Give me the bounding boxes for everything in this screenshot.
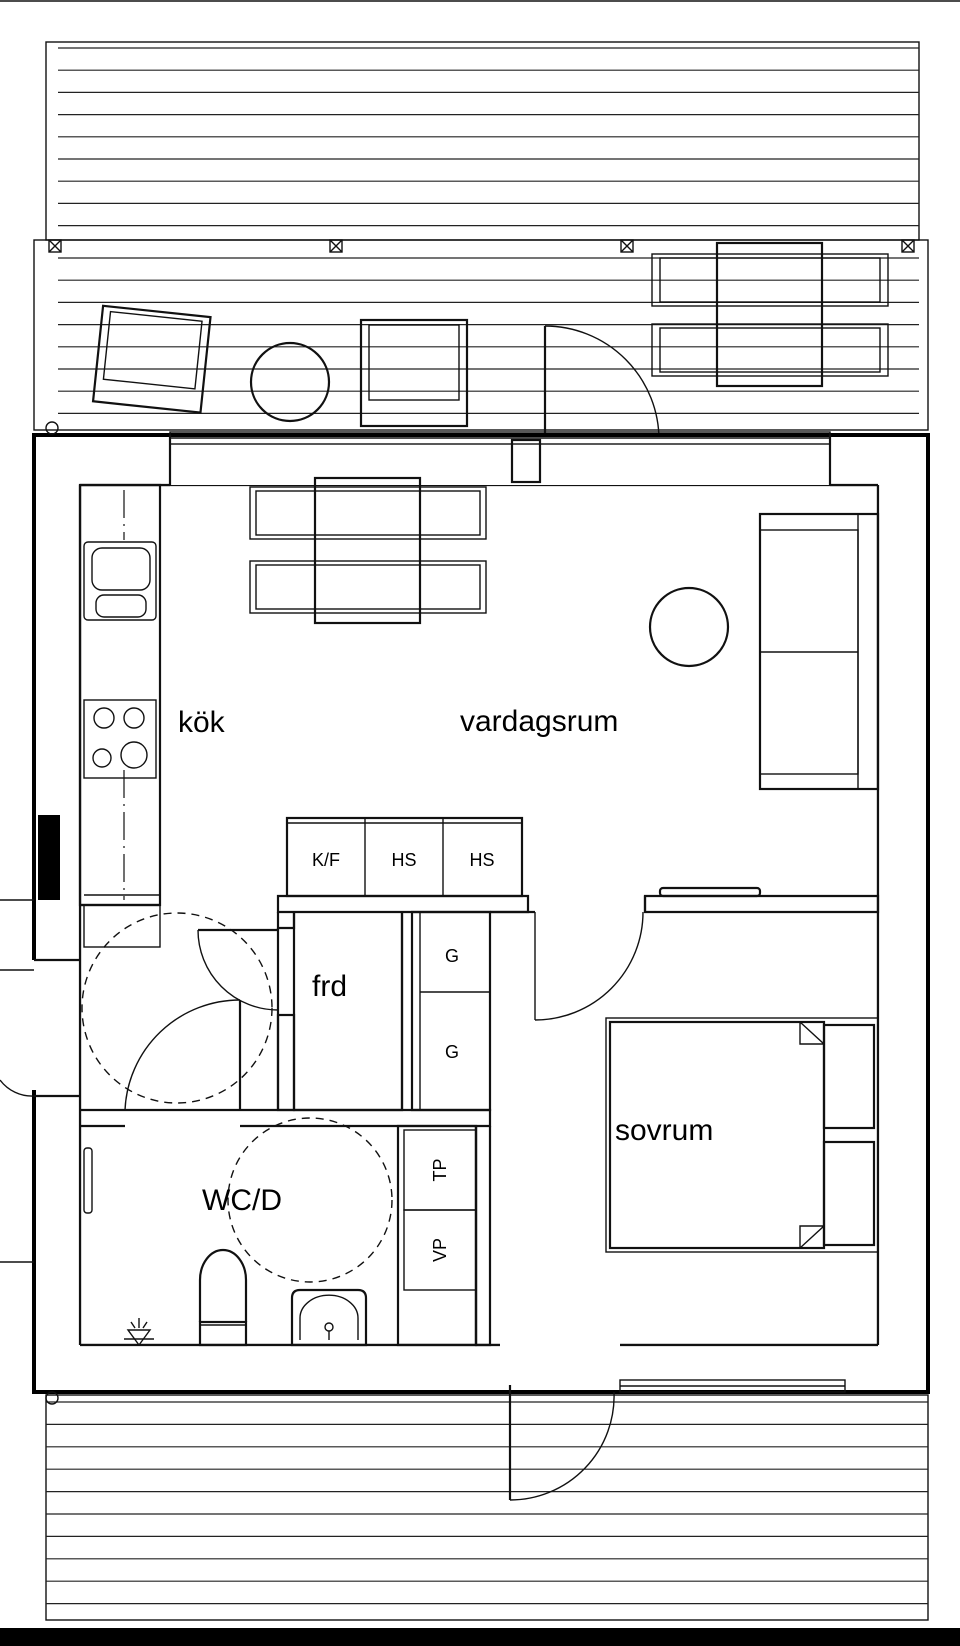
room-label-living: vardagsrum	[460, 705, 618, 738]
railing-post	[48, 239, 915, 253]
balcony-dining-set	[651, 241, 889, 388]
bathroom-fixtures	[83, 1117, 478, 1347]
hall-closet-door	[197, 928, 279, 1011]
upper-deck	[45, 41, 920, 241]
bathroom-door	[124, 999, 242, 1111]
coffee-table	[648, 586, 730, 668]
balcony	[33, 239, 929, 441]
lounge-chair	[91, 304, 212, 414]
room-label-bedroom: sovrum	[615, 1114, 713, 1147]
bed	[605, 1017, 879, 1253]
sofa	[758, 512, 880, 791]
room-label-kitchen: kök	[178, 706, 226, 739]
room-label-bathroom: WC/D	[202, 1184, 282, 1217]
toilet-icon	[198, 1248, 248, 1347]
turning-circle	[81, 912, 273, 1104]
closet-label: G	[445, 946, 459, 966]
room-label-closet: frd	[312, 970, 347, 1003]
armchair	[359, 318, 469, 428]
closet-label: G	[445, 1042, 459, 1062]
sink-icon	[83, 541, 157, 621]
lower-deck	[45, 1394, 929, 1621]
washer-label: VP	[430, 1238, 450, 1262]
wash-basin-icon	[290, 1288, 368, 1347]
bedroom-door	[534, 896, 647, 1021]
bottom-bar	[0, 1628, 960, 1646]
round-table	[249, 341, 331, 423]
stove-icon	[83, 699, 157, 779]
wardrobe-label: HS	[469, 850, 494, 870]
dining-set	[249, 476, 487, 625]
wardrobe-label: HS	[391, 850, 416, 870]
floor-drain-icon	[124, 1318, 154, 1347]
dryer-label: TP	[430, 1158, 450, 1181]
fridge-label: K/F	[312, 850, 340, 870]
kitchen-counter	[78, 483, 162, 948]
